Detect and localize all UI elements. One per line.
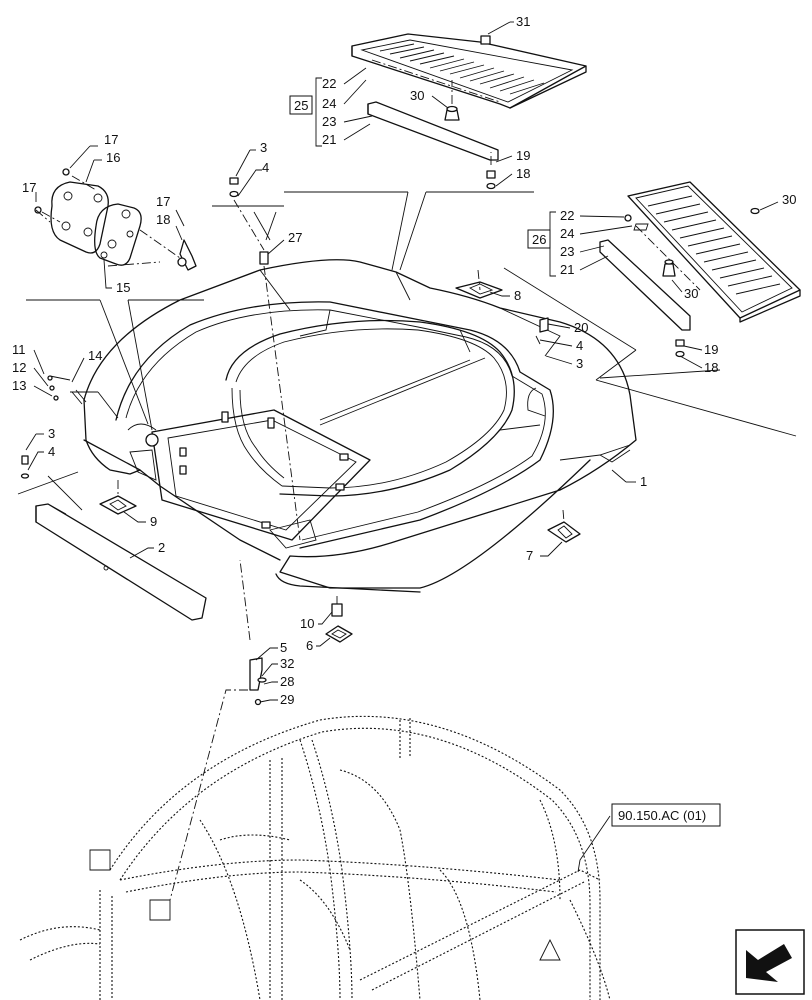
callout-4: 4 bbox=[576, 338, 583, 353]
callout-24: 24 bbox=[560, 226, 574, 241]
assembly-line bbox=[35, 209, 51, 223]
roof-panel bbox=[83, 259, 637, 593]
leader-lines bbox=[17, 21, 797, 873]
mount-pads bbox=[99, 269, 581, 643]
callout-21: 21 bbox=[560, 262, 574, 277]
callout-16: 16 bbox=[106, 150, 120, 165]
callout-2: 2 bbox=[158, 540, 165, 555]
callout-30: 30 bbox=[782, 192, 796, 207]
callout-15: 15 bbox=[116, 280, 130, 295]
assembly-line bbox=[169, 689, 248, 901]
callout-22: 22 bbox=[560, 208, 574, 223]
callout-22: 22 bbox=[322, 76, 336, 91]
callout-8: 8 bbox=[514, 288, 521, 303]
callout-1: 1 bbox=[640, 474, 647, 489]
callout-9: 9 bbox=[150, 514, 157, 529]
callout-3: 3 bbox=[48, 426, 55, 441]
see-section-ref[interactable]: 90.150.AC (01) bbox=[611, 803, 721, 827]
cab-frame bbox=[19, 715, 611, 1000]
callout-10: 10 bbox=[300, 616, 314, 631]
callout-21: 21 bbox=[322, 132, 336, 147]
callout-6: 6 bbox=[306, 638, 313, 653]
callout-4: 4 bbox=[262, 160, 269, 175]
callout-20: 20 bbox=[574, 320, 588, 335]
callout-28: 28 bbox=[280, 674, 294, 689]
callout-30: 30 bbox=[684, 286, 698, 301]
callout-17: 17 bbox=[156, 194, 170, 209]
front-trim bbox=[35, 503, 207, 621]
callout-27: 27 bbox=[288, 230, 302, 245]
callout-labels: 31 22 24 23 21 30 19 18 17 16 17 17 18 1… bbox=[12, 14, 796, 707]
callout-4: 4 bbox=[48, 444, 55, 459]
storage-tray-upper bbox=[351, 33, 587, 190]
callout-19: 19 bbox=[704, 342, 718, 357]
arrow-next-page-icon[interactable] bbox=[735, 929, 805, 995]
callout-17: 17 bbox=[22, 180, 36, 195]
callout-23: 23 bbox=[322, 114, 336, 129]
callout-18: 18 bbox=[156, 212, 170, 227]
callout-3: 3 bbox=[576, 356, 583, 371]
callout-11: 11 bbox=[12, 342, 26, 357]
callout-17: 17 bbox=[104, 132, 118, 147]
callout-7: 7 bbox=[526, 548, 533, 563]
svg-text:26: 26 bbox=[532, 232, 546, 247]
callout-5: 5 bbox=[280, 640, 287, 655]
callout-24: 24 bbox=[322, 96, 336, 111]
svg-text:90.150.AC (01): 90.150.AC (01) bbox=[618, 808, 706, 823]
callout-3: 3 bbox=[260, 140, 267, 155]
callout-18: 18 bbox=[516, 166, 530, 181]
svg-text:25: 25 bbox=[294, 98, 308, 113]
callout-29: 29 bbox=[280, 692, 294, 707]
fasteners bbox=[20, 177, 549, 706]
callout-14: 14 bbox=[88, 348, 102, 363]
callout-30: 30 bbox=[410, 88, 424, 103]
callout-31: 31 bbox=[516, 14, 530, 29]
callout-13: 13 bbox=[12, 378, 26, 393]
callout-12: 12 bbox=[12, 360, 26, 375]
callout-18: 18 bbox=[704, 360, 718, 375]
storage-tray-right bbox=[599, 181, 801, 358]
callout-19: 19 bbox=[516, 148, 530, 163]
assembly-ref-26[interactable]: 26 bbox=[527, 229, 551, 249]
hinge-plates bbox=[34, 168, 197, 271]
callout-32: 32 bbox=[280, 656, 294, 671]
assembly-ref-25[interactable]: 25 bbox=[289, 95, 313, 115]
callout-23: 23 bbox=[560, 244, 574, 259]
